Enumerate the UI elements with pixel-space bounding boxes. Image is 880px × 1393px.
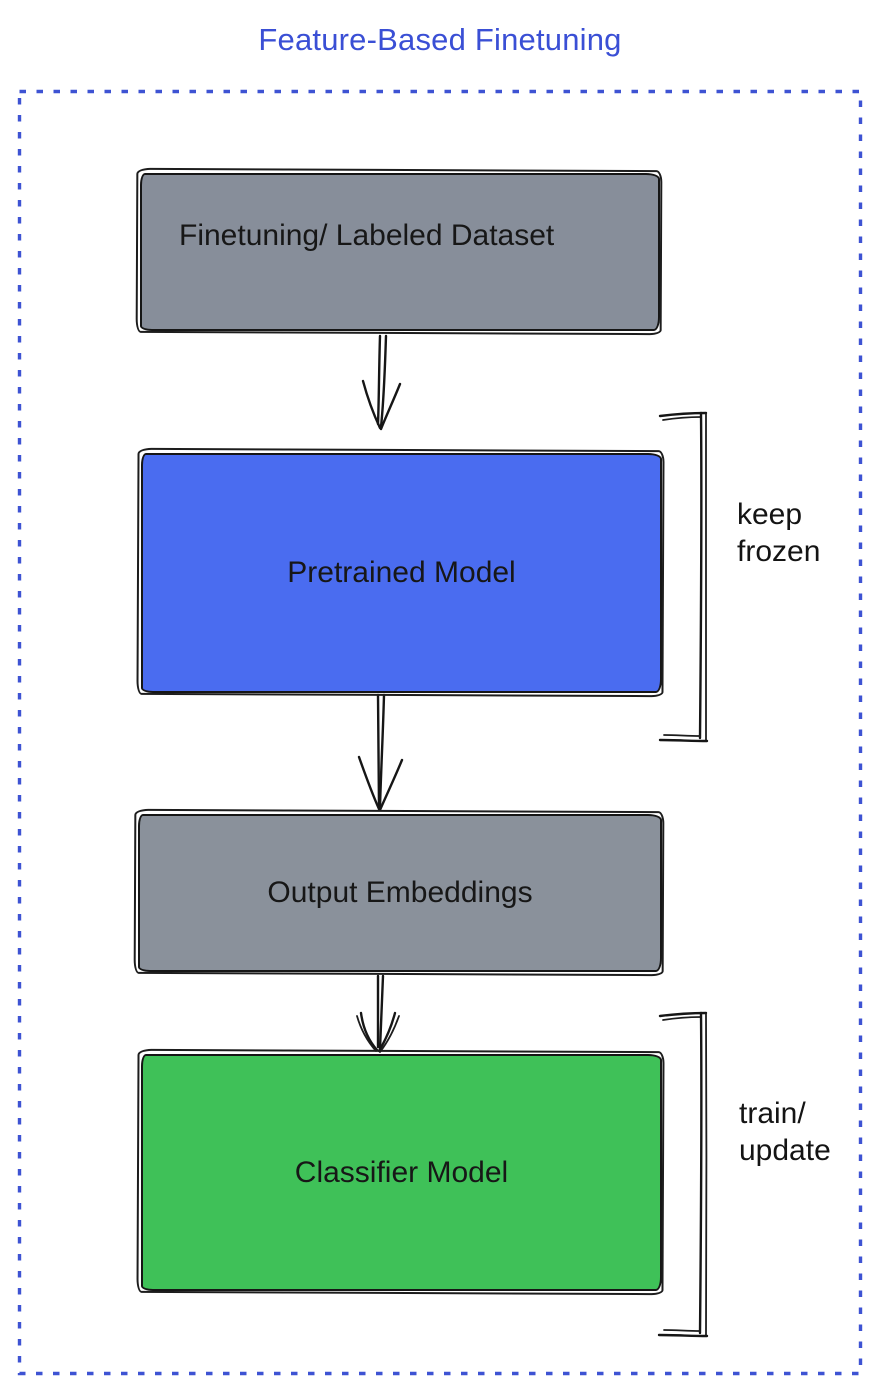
- node-finetuning-dataset: Finetuning/ Labeled Dataset: [140, 173, 660, 331]
- arrow-down-icon-2: [357, 693, 404, 812]
- arrow-down-icon-3: [356, 974, 400, 1053]
- node-pretrained-model: Pretrained Model: [141, 453, 662, 693]
- node-label: Pretrained Model: [287, 556, 516, 589]
- arrow-down-icon-1: [361, 334, 402, 431]
- node-label: Output Embeddings: [267, 876, 533, 909]
- diagram-title: Feature-Based Finetuning: [258, 22, 622, 57]
- node-classifier-model: Classifier Model: [141, 1054, 662, 1291]
- bracket-keep-frozen: [658, 411, 709, 743]
- bracket-train-update: [657, 1011, 709, 1338]
- node-output-embeddings: Output Embeddings: [138, 814, 662, 972]
- node-label: Classifier Model: [294, 1155, 509, 1189]
- node-label: Finetuning/ Labeled Dataset: [179, 219, 555, 252]
- annotation-keep-frozen: keep frozen: [737, 498, 821, 568]
- annotation-train-update: train/ update: [739, 1097, 831, 1167]
